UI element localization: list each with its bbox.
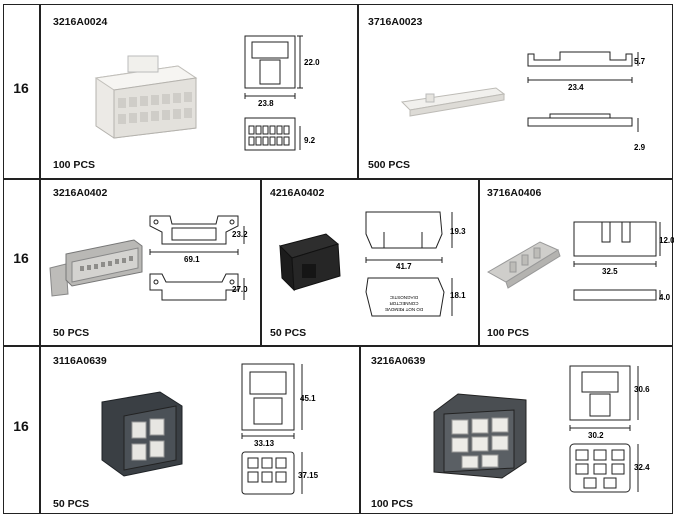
dimension-label: 32.4 <box>634 463 650 472</box>
dimension-label: 27.0 <box>232 285 248 294</box>
connector-photo <box>486 241 561 289</box>
connector-drawing: 30.6 30.2 32.4 <box>569 365 650 493</box>
dimension-label: 69.1 <box>184 255 200 264</box>
dimension-label: 23.8 <box>258 99 274 108</box>
quantity-label: 500 PCS <box>368 159 411 171</box>
dimension-label: 41.7 <box>396 262 412 271</box>
connector-photo <box>433 393 527 479</box>
dimension-label: 19.3 <box>450 227 466 236</box>
dimension-label: 37.15 <box>298 471 319 480</box>
marking-text: DO NOT REMOVE <box>385 307 423 312</box>
part-number: 3716A0023 <box>368 16 423 28</box>
row-label: 16 <box>13 250 29 266</box>
part-number: 3216A0402 <box>53 187 108 199</box>
connector-photo <box>101 391 183 477</box>
marking-text: CONNECTOR <box>389 301 419 306</box>
connector-photo <box>279 233 341 292</box>
dimension-label: 30.2 <box>588 431 604 440</box>
connector-drawing: 45.1 33.13 37.15 <box>241 363 319 495</box>
dimension-label: 33.13 <box>254 439 275 448</box>
row-label: 16 <box>13 418 29 434</box>
dimension-label: 22.0 <box>304 58 320 67</box>
connector-drawing: 5.7 23.4 2.9 <box>527 51 646 152</box>
dimension-label: 18.1 <box>450 291 466 300</box>
marking-text: DIAGNOSTIC <box>389 295 418 300</box>
connector-photo <box>400 87 506 117</box>
connector-drawing: 12.0 32.5 4.0 <box>573 221 674 302</box>
quantity-label: 100 PCS <box>371 498 414 510</box>
cell-divider <box>260 178 262 345</box>
part-number: 4216A0402 <box>270 187 325 199</box>
dimension-label: 23.2 <box>232 230 248 239</box>
quantity-label: 100 PCS <box>53 159 96 171</box>
quantity-label: 50 PCS <box>53 498 90 510</box>
row-label: 16 <box>13 80 29 96</box>
connector-drawing: 22.0 23.8 9.2 <box>244 35 320 151</box>
cell-divider <box>359 345 361 514</box>
quantity-label: 50 PCS <box>53 327 90 339</box>
part-number: 3216A0024 <box>53 16 108 28</box>
dimension-label: 12.0 <box>659 236 674 245</box>
row-divider <box>3 345 673 347</box>
quantity-label: 50 PCS <box>270 327 307 339</box>
dimension-label: 23.4 <box>568 83 584 92</box>
connector-photo <box>49 239 143 297</box>
connector-photo <box>94 55 198 139</box>
dimension-label: 45.1 <box>300 394 316 403</box>
dimension-label: 32.5 <box>602 267 618 276</box>
row-divider <box>3 178 673 180</box>
label-column-divider <box>39 4 41 514</box>
dimension-label: 30.6 <box>634 385 650 394</box>
quantity-label: 100 PCS <box>487 327 530 339</box>
connector-drawing: 19.3 41.7 DIAGNOSTIC CONNECTOR DO NOT RE… <box>365 211 466 317</box>
part-number: 3116A0639 <box>53 355 107 367</box>
dimension-label: 4.0 <box>659 293 671 302</box>
dimension-label: 9.2 <box>304 136 316 145</box>
catalog-frame <box>3 4 673 514</box>
cell-divider <box>478 178 480 345</box>
cell-divider <box>357 4 359 178</box>
part-number: 3716A0406 <box>487 187 542 199</box>
dimension-label: 2.9 <box>634 143 646 152</box>
part-number: 3216A0639 <box>371 355 426 367</box>
connector-drawing: 23.2 69.1 27.0 <box>149 215 248 301</box>
dimension-label: 5.7 <box>634 57 646 66</box>
